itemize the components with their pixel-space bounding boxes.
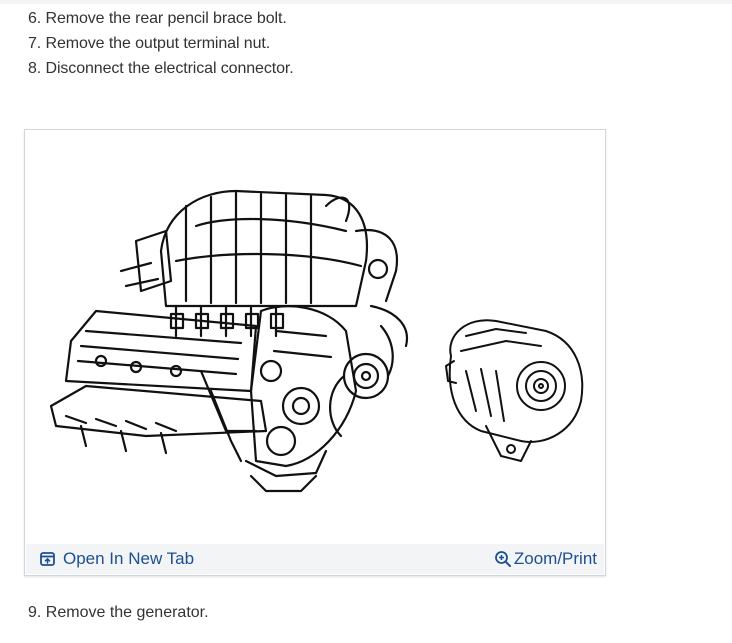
step-item: 6. Remove the rear pencil brace bolt. <box>28 10 287 27</box>
step-item: 8. Disconnect the electrical connector. <box>28 60 294 77</box>
step-item: 7. Remove the output terminal nut. <box>28 35 271 52</box>
figure-toolbar: Open In New Tab Zoom/Print <box>26 544 604 574</box>
open-in-new-tab-label: Open In New Tab <box>63 549 195 568</box>
step-item-9: 9. Remove the generator. <box>28 604 209 621</box>
figure-card: Open In New Tab Zoom/Print <box>24 129 606 576</box>
step-list: 6. Remove the rear pencil brace bolt. 7.… <box>28 6 294 81</box>
open-in-new-tab-button[interactable]: Open In New Tab <box>39 544 194 574</box>
zoom-print-button[interactable]: Zoom/Print <box>494 544 597 574</box>
top-bar <box>0 0 732 4</box>
line-drawing <box>49 189 584 493</box>
zoom-in-icon <box>494 550 512 568</box>
external-tab-icon <box>39 550 57 568</box>
engine-generator-illustration <box>26 131 604 543</box>
zoom-print-label: Zoom/Print <box>513 549 597 568</box>
